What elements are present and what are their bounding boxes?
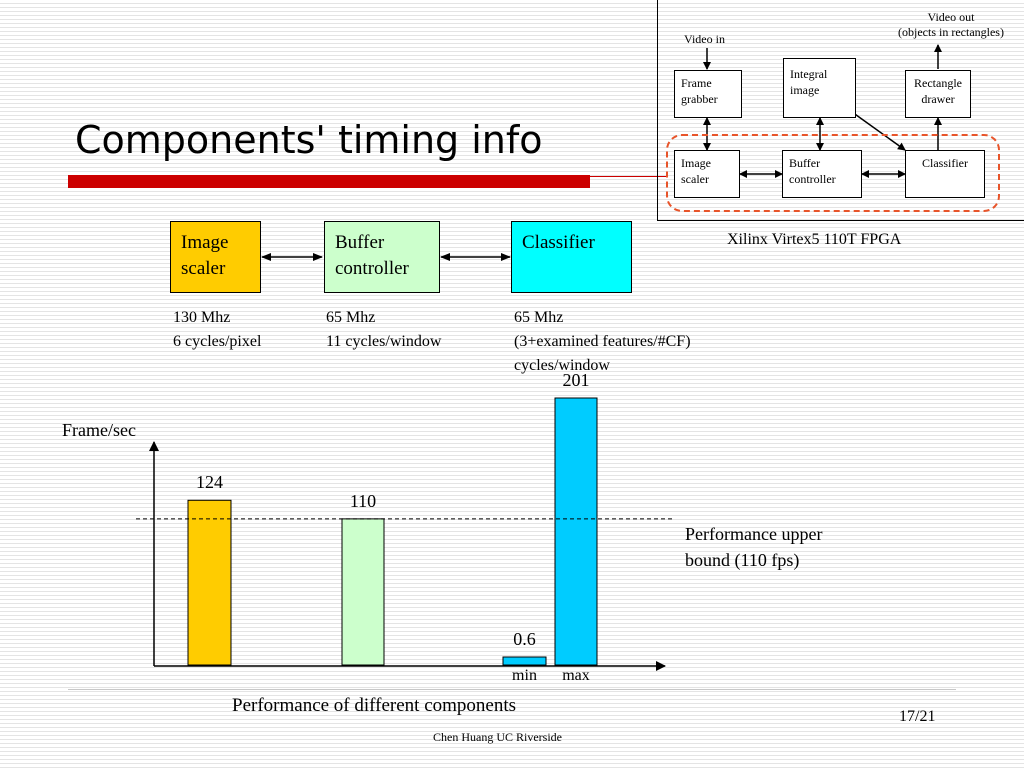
frame-grabber-line2: grabber <box>681 92 718 106</box>
bar-classifier-max <box>554 397 598 666</box>
y-axis-label: Frame/sec <box>62 420 136 440</box>
classifier-box: Classifier <box>511 221 632 293</box>
video-out-label: Video out (objects in rectangles) <box>886 10 1016 40</box>
author-footer: Chen Huang UC Riverside <box>433 730 562 744</box>
bar-buffer-controller <box>341 518 385 666</box>
bar-value-label: 124 <box>196 472 223 493</box>
buffer-controller-clock: 65 Mhz <box>326 309 376 326</box>
image-scaler-clock: 130 Mhz <box>173 309 231 326</box>
component-arrows <box>261 253 511 261</box>
classifier-label: Classifier <box>522 232 595 253</box>
fpga-buffer-controller-box: Buffer controller <box>782 150 862 198</box>
fpga-image-scaler-line1: Image <box>681 156 711 170</box>
video-in-label: Video in <box>684 32 725 46</box>
rectangle-drawer-line1: Rectangle <box>914 76 962 90</box>
image-scaler-line1: Image <box>181 232 229 253</box>
image-scaler-box: Image scaler <box>170 221 261 293</box>
frame-grabber-line1: Frame <box>681 76 712 90</box>
buffer-controller-timing: 65 Mhz 11 cycles/window <box>326 306 441 354</box>
classifier-timing: 65 Mhz (3+examined features/#CF) cycles/… <box>514 306 691 378</box>
frame-grabber-box: Frame grabber <box>674 70 742 118</box>
image-scaler-cycles: 6 cycles/pixel <box>173 333 262 350</box>
fpga-buffer-controller-line2: controller <box>789 172 836 186</box>
bar-value-label: 0.6 <box>513 629 536 649</box>
bar-value-label: 110 <box>349 490 377 511</box>
chart-bars <box>187 397 598 666</box>
fpga-arrows <box>703 44 942 178</box>
fpga-caption: Xilinx Virtex5 110T FPGA <box>727 231 902 248</box>
image-scaler-line2: scaler <box>181 258 226 279</box>
buffer-controller-cycles: 11 cycles/window <box>326 333 442 350</box>
fpga-frame <box>657 0 1024 221</box>
buffer-controller-line2: controller <box>335 258 409 279</box>
fpga-image-scaler-box: Image scaler <box>674 150 740 198</box>
rectangle-drawer-box: Rectangle drawer <box>905 70 971 118</box>
video-out-line2: (objects in rectangles) <box>898 25 1004 39</box>
integral-image-line2: image <box>790 83 820 97</box>
fpga-buffer-controller-line1: Buffer <box>789 156 821 170</box>
fpga-image-scaler-line2: scaler <box>681 172 709 186</box>
accelerated-region <box>666 134 1000 212</box>
title-accent-bar <box>68 175 590 188</box>
bar-classifier-min <box>502 656 547 666</box>
buffer-controller-line1: Buffer <box>335 232 385 253</box>
slide-title: Components' timing info <box>75 118 543 162</box>
fpga-classifier-label: Classifier <box>922 156 968 170</box>
title-accent-line <box>590 176 668 177</box>
classifier-clock: 65 Mhz <box>514 309 564 326</box>
arrow-integral-classifier <box>851 111 906 151</box>
bar-image-scaler <box>187 499 232 666</box>
classifier-cycles-line1: (3+examined features/#CF) <box>514 333 691 350</box>
integral-image-box: Integral image <box>783 58 856 118</box>
bar-chart <box>136 397 672 671</box>
bar-value-label: 201 <box>562 370 590 390</box>
image-scaler-timing: 130 Mhz 6 cycles/pixel <box>173 306 261 354</box>
buffer-controller-box: Buffer controller <box>324 221 440 293</box>
reference-line-label: Performance upper bound (110 fps) <box>685 521 822 573</box>
video-out-line1: Video out <box>927 10 975 24</box>
reference-line-label-line1: Performance upper <box>685 524 823 544</box>
chart-caption: Performance of different components <box>232 695 517 716</box>
integral-image-line1: Integral <box>790 67 828 81</box>
classifier-cycles-line2: cycles/window <box>514 357 610 374</box>
bar-sublabel: min <box>512 667 537 684</box>
fpga-classifier-box: Classifier <box>905 150 985 198</box>
reference-line-label-line2: bound (110 fps) <box>685 550 800 570</box>
footer-divider <box>68 689 956 690</box>
page-number: 17/21 <box>899 708 936 725</box>
rectangle-drawer-line2: drawer <box>921 92 955 106</box>
bar-sublabel: max <box>562 667 590 684</box>
